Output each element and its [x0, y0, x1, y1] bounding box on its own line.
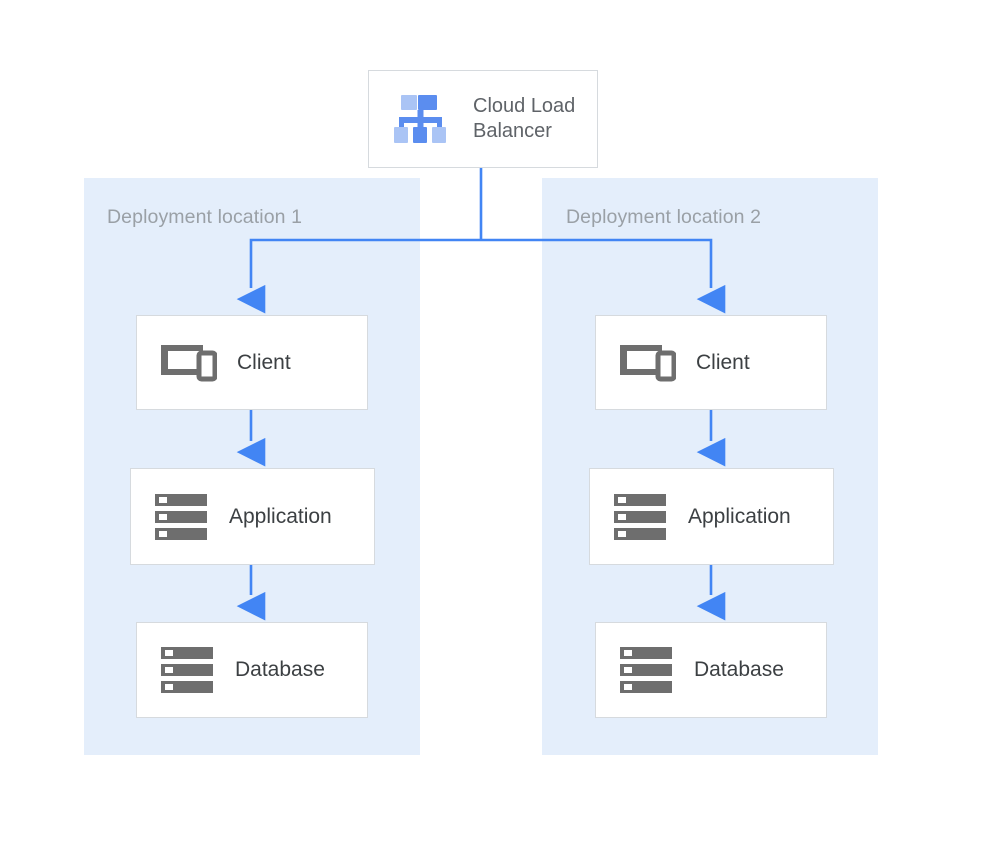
server-rack-icon: [153, 492, 209, 542]
client-node-location-1[interactable]: Client: [136, 315, 368, 410]
server-rack-icon: [618, 645, 674, 695]
cloud-load-balancer-label: Cloud Load Balancer: [473, 95, 576, 142]
cloud-load-balancer-icon: [391, 93, 451, 145]
database-node-location-2[interactable]: Database: [595, 622, 827, 718]
application-node-location-1[interactable]: Application: [130, 468, 375, 565]
deployment-location-1-label: Deployment location 1: [107, 206, 303, 228]
application-label-location-2: Application: [688, 504, 791, 528]
application-label-location-1: Application: [229, 504, 332, 528]
database-label-location-1: Database: [235, 658, 325, 681]
client-devices-icon: [159, 341, 218, 385]
client-label-location-2: Client: [696, 350, 750, 374]
deployment-location-2-label: Deployment location 2: [566, 206, 762, 228]
database-node-location-1[interactable]: Database: [136, 622, 368, 718]
client-node-location-2[interactable]: Client: [595, 315, 827, 410]
server-rack-icon: [159, 645, 215, 695]
client-devices-icon: [618, 341, 677, 385]
server-rack-icon: [612, 492, 668, 542]
cloud-load-balancer-node[interactable]: Cloud Load Balancer: [368, 70, 598, 168]
application-node-location-2[interactable]: Application: [589, 468, 834, 565]
client-label-location-1: Client: [237, 350, 291, 374]
database-label-location-2: Database: [694, 658, 784, 681]
